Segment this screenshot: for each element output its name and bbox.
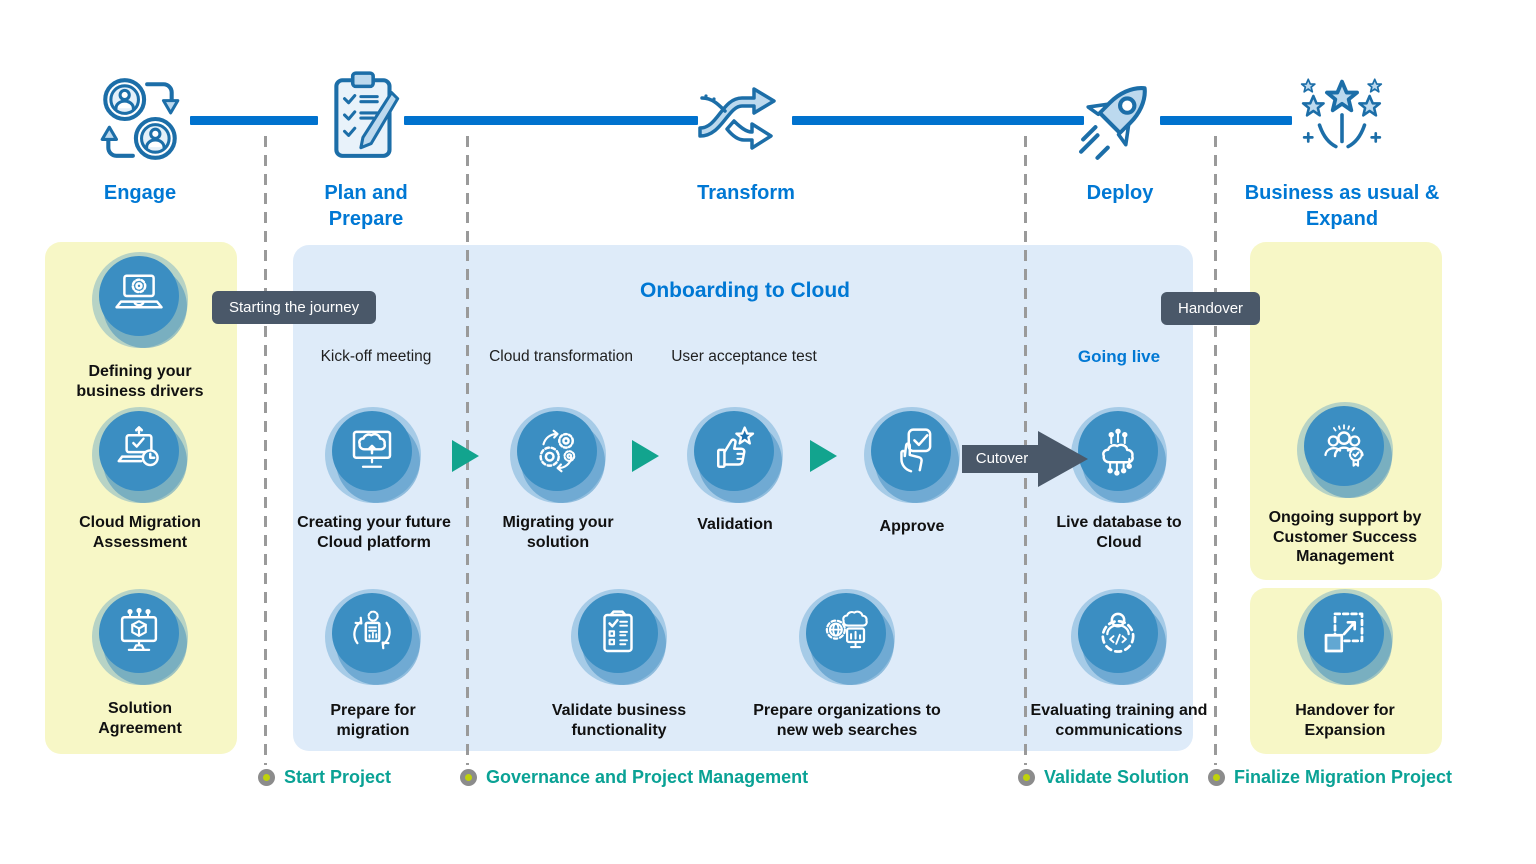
expand-square-icon <box>1304 593 1384 673</box>
prepare-for-migration-node <box>325 589 421 685</box>
phase-title-engage: Engage <box>103 182 177 204</box>
validation-node <box>687 407 783 503</box>
node-label: Handover for Expansion <box>1295 702 1395 739</box>
stage-label-going-live: Going live <box>1077 347 1161 366</box>
timeline-segment <box>792 116 1084 125</box>
laptop-check-clock-icon <box>99 411 179 491</box>
phase-title-transform: Transform <box>697 182 795 204</box>
handover-expansion-node <box>1297 589 1393 685</box>
onboarding-panel <box>293 245 1193 751</box>
cloud-migration-assessment-node <box>92 407 188 503</box>
team-rosette-icon <box>1304 406 1384 486</box>
laptop-gear-icon <box>99 256 179 336</box>
phase-title-business-as-usual: Business as usual & Expand <box>1244 182 1440 230</box>
milestone-finalize-migration: Finalize Migration Project <box>1234 767 1453 787</box>
milestone-dot <box>258 769 275 786</box>
monitor-cube-icon <box>99 593 179 673</box>
shuffle-arrows-icon <box>696 86 796 159</box>
stage-label-cloud-transformation: Cloud transformation <box>489 348 633 365</box>
timeline-segment <box>190 116 318 125</box>
cutover-arrow-icon <box>962 429 1088 489</box>
prepare-organizations-node <box>799 589 895 685</box>
milestone-start-project: Start Project <box>284 767 392 787</box>
cloud-circuit-icon <box>1078 411 1158 491</box>
live-database-node <box>1071 407 1167 503</box>
onboarding-title: Onboarding to Cloud <box>640 279 850 302</box>
web-cloud-monitor-icon <box>806 593 886 673</box>
flow-arrow-icon <box>632 440 659 472</box>
node-label: Migrating your solution <box>502 514 614 551</box>
node-label: Live database to Cloud <box>1056 514 1182 551</box>
ongoing-support-node <box>1297 402 1393 498</box>
creating-cloud-platform-node <box>325 407 421 503</box>
node-label: Validate business functionality <box>551 702 687 739</box>
node-label: Defining your business drivers <box>76 363 204 400</box>
timeline-segment <box>1160 116 1292 125</box>
node-label: Prepare organizations to new web searche… <box>753 702 941 739</box>
cutover-label: Cutover <box>975 450 1029 467</box>
milestone-dot <box>1208 769 1225 786</box>
stage-label-kickoff: Kick-off meeting <box>320 348 432 365</box>
node-label: Ongoing support by Customer Success Mana… <box>1268 509 1422 566</box>
starting-the-journey-badge: Starting the journey <box>212 291 377 324</box>
checklist-clipboard-icon <box>578 593 658 673</box>
handover-badge: Handover <box>1161 292 1261 325</box>
milestone-validate-solution: Validate Solution <box>1044 767 1190 787</box>
phase-divider-line <box>264 136 267 765</box>
celebration-stars-icon <box>1297 78 1387 169</box>
clipboard-pen-icon <box>330 68 402 167</box>
node-label: Solution Agreement <box>98 700 182 737</box>
migrating-solution-node <box>510 407 606 503</box>
node-label: Creating your future Cloud platform <box>297 514 451 551</box>
defining-business-drivers-node <box>92 252 188 348</box>
milestone-governance: Governance and Project Management <box>486 767 809 787</box>
flow-arrow-icon <box>810 440 837 472</box>
phase-title-deploy: Deploy <box>1086 182 1154 204</box>
gears-arrows-icon <box>517 411 597 491</box>
stage-label-user-acceptance-test: User acceptance test <box>671 348 817 365</box>
rocket-icon <box>1077 76 1163 169</box>
person-gear-code-icon <box>1078 593 1158 673</box>
thumb-star-icon <box>694 411 774 491</box>
timeline-segment <box>404 116 698 125</box>
flow-arrow-icon <box>452 440 479 472</box>
phase-title-plan-and-prepare: Plan and Prepare <box>324 182 408 230</box>
validate-functionality-node <box>571 589 667 685</box>
cycle-document-icon <box>332 593 412 673</box>
node-label: Prepare for migration <box>330 702 416 739</box>
milestone-dot <box>460 769 477 786</box>
approve-node <box>864 407 960 503</box>
solution-agreement-node <box>92 589 188 685</box>
phase-divider-line <box>1214 136 1217 765</box>
node-label: Validation <box>697 516 773 533</box>
hand-checkbox-icon <box>871 411 951 491</box>
node-label: Approve <box>879 518 945 535</box>
node-label: Evaluating training and communications <box>1030 702 1208 739</box>
milestone-dot <box>1018 769 1035 786</box>
evaluating-training-node <box>1071 589 1167 685</box>
monitor-cloud-upload-icon <box>332 411 412 491</box>
node-label: Cloud Migration Assessment <box>79 514 201 551</box>
people-exchange-icon <box>94 72 186 171</box>
